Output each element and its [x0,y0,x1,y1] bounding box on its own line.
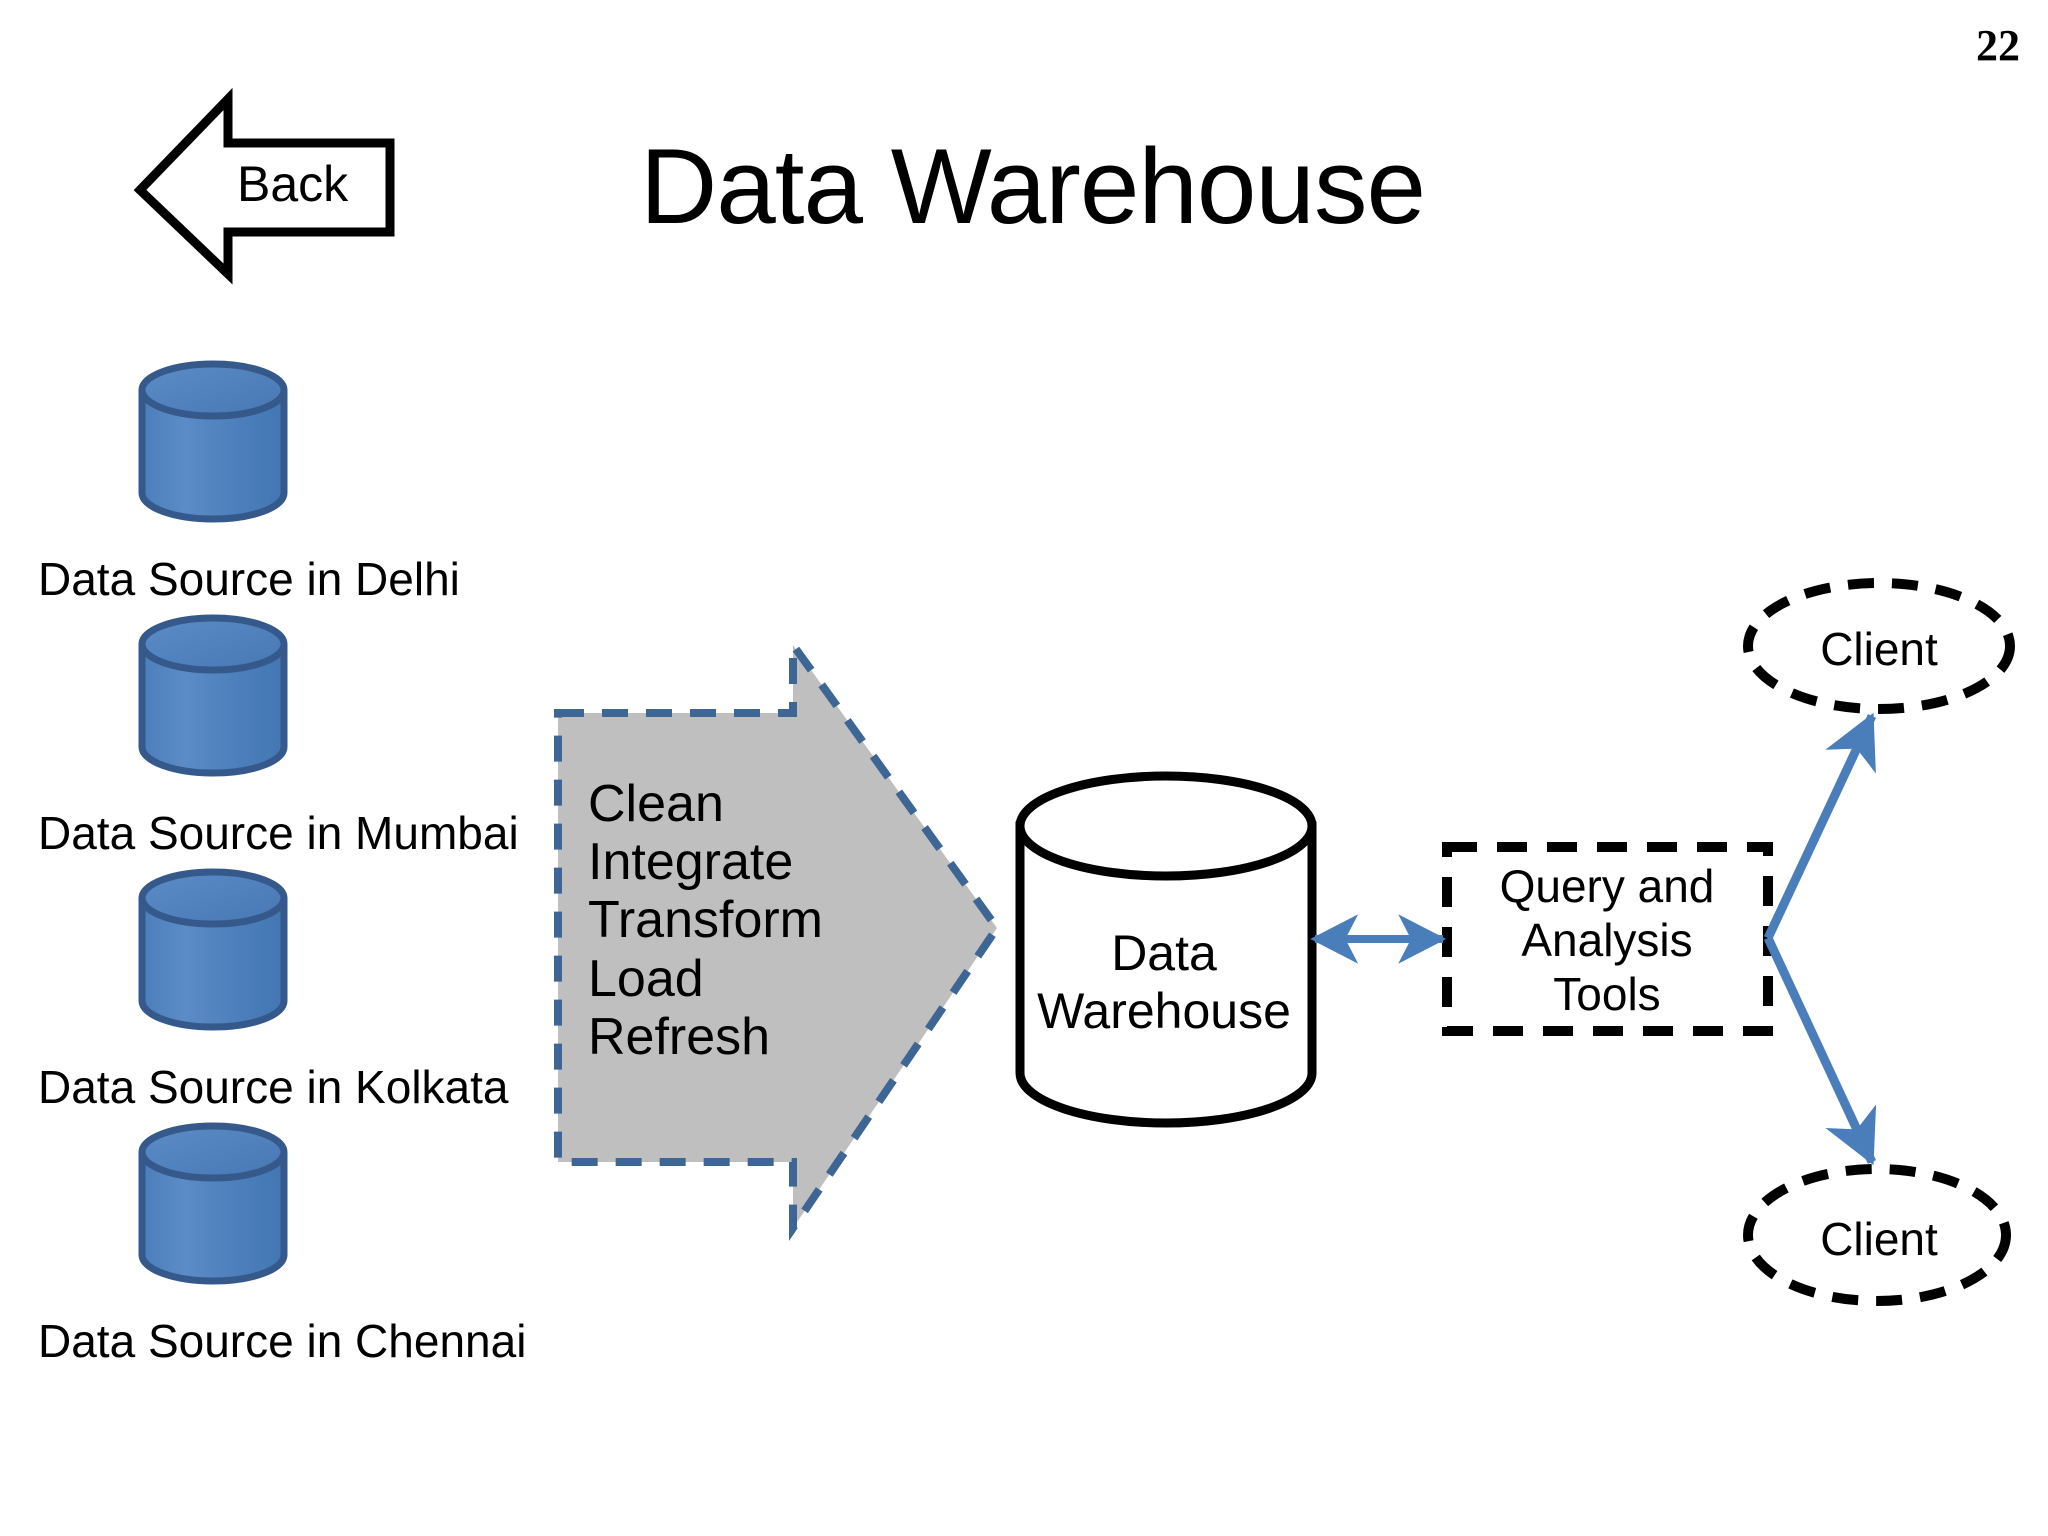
query-line-1: Query and [1499,860,1715,912]
query-line-2: Analysis [1521,913,1693,966]
query-tools-label: Query and Analysis Tools [1447,860,1767,1021]
data-source-label-mumbai: Data Source in Mumbai [38,807,519,859]
etl-line-load: Load [588,949,704,1008]
data-warehouse-label: Data Warehouse [1018,925,1310,1040]
connector-query-client-top [1763,712,1877,940]
page-title: Data Warehouse [640,126,1426,246]
data-source-cylinder-kolkata [138,868,288,1031]
query-line-3: Tools [1553,967,1661,1020]
data-source-cylinder-mumbai [138,614,288,777]
data-source-cylinder-delhi [138,360,288,523]
data-source-label-chennai: Data Source in Chennai [38,1315,527,1367]
etl-line-transform: Transform [588,891,823,950]
back-button-label[interactable]: Back [237,156,349,212]
page-number: 22 [1976,21,2020,70]
data-source-label-delhi: Data Source in Delhi [38,553,460,605]
data-source-label-kolkata: Data Source in Kolkata [38,1061,509,1113]
connector-query-client-bottom [1763,936,1877,1166]
client-label-bottom: Client [1820,1213,1938,1265]
etl-arrow-label: Clean Integrate Transform Load Refresh [588,775,823,1066]
client-label-top: Client [1820,623,1938,675]
warehouse-line-2: Warehouse [1037,982,1291,1039]
etl-line-refresh: Refresh [588,1007,771,1066]
etl-line-integrate: Integrate [588,833,794,892]
warehouse-line-1: Data [1111,925,1217,981]
data-source-cylinder-chennai [138,1122,288,1285]
etl-line-clean: Clean [588,775,724,833]
